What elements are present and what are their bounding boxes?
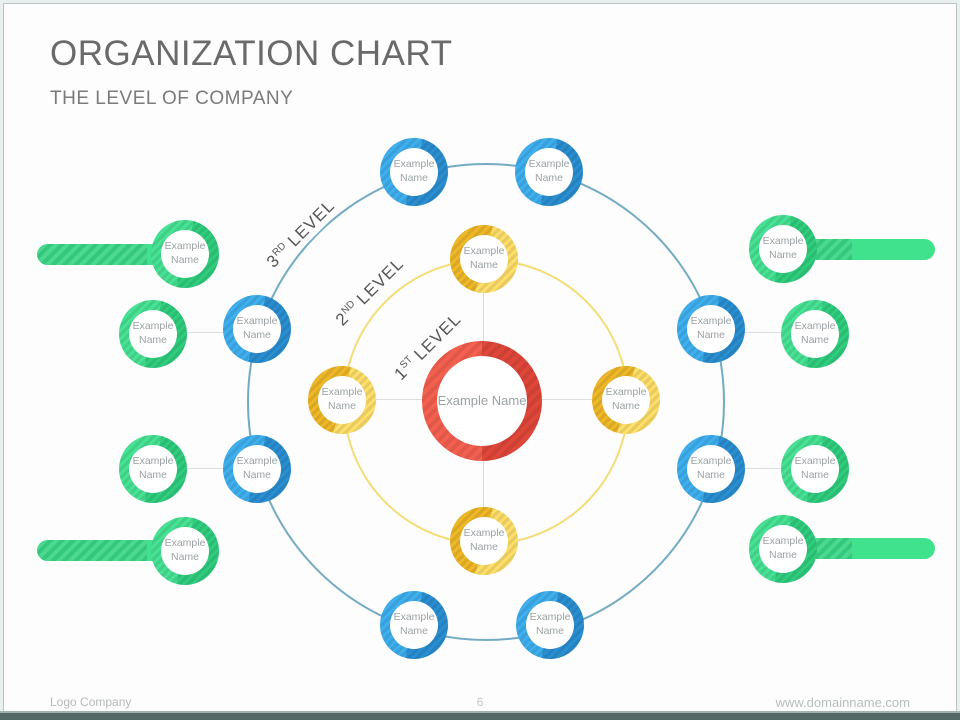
footer-page-number: 6 [476, 695, 484, 709]
node-label: Example Name [321, 386, 363, 412]
node-green-right-upper: Example Name [781, 300, 849, 368]
node-label: Example Name [690, 315, 732, 341]
node-label: Example Name [164, 537, 206, 563]
node-label: Example Name [463, 527, 505, 553]
node-blue-bottom-left: Example Name [380, 591, 448, 659]
node-blue-right-upper: Example Name [677, 295, 745, 363]
node-label: Example Name [132, 320, 174, 346]
node-label: Example Name [437, 392, 527, 408]
node-label: Example Name [762, 535, 804, 561]
node-label: Example Name [132, 455, 174, 481]
node-blue-top-right: Example Name [515, 138, 583, 206]
connector-left-upper [153, 332, 259, 333]
node-blue-left-lower: Example Name [223, 435, 291, 503]
page-title: ORGANIZATION CHART [50, 34, 453, 73]
connector-right-upper [709, 332, 815, 333]
node-label: Example Name [393, 611, 435, 637]
node-blue-top-left: Example Name [380, 138, 448, 206]
node-green-edge-bottom-left: Example Name [151, 517, 219, 585]
node-green-left-upper: Example Name [119, 300, 187, 368]
node-label: Example Name [463, 245, 505, 271]
node-green-edge-top-left: Example Name [151, 220, 219, 288]
node-green-right-lower: Example Name [781, 435, 849, 503]
node-blue-bottom-right: Example Name [516, 591, 584, 659]
node-green-edge-top-right: Example Name [749, 215, 817, 283]
slide: ORGANIZATION CHART THE LEVEL OF COMPANY … [3, 3, 957, 717]
node-blue-right-lower: Example Name [677, 435, 745, 503]
level-3-ring [247, 163, 725, 641]
footer-logo-text: Logo Company [50, 695, 132, 709]
node-label: Example Name [690, 455, 732, 481]
node-label: Example Name [236, 455, 278, 481]
node-blue-left-upper: Example Name [223, 295, 291, 363]
connector-right-lower [709, 468, 815, 469]
node-yellow-left: Example Name [308, 366, 376, 434]
node-label: Example Name [236, 315, 278, 341]
node-green-left-lower: Example Name [119, 435, 187, 503]
node-label: Example Name [762, 235, 804, 261]
node-yellow-top: Example Name [450, 225, 518, 293]
node-label: Example Name [605, 386, 647, 412]
node-label: Example Name [528, 158, 570, 184]
connector-left-lower [153, 468, 259, 469]
page-subtitle: THE LEVEL OF COMPANY [50, 88, 294, 109]
node-yellow-bottom: Example Name [450, 507, 518, 575]
node-label: Example Name [393, 158, 435, 184]
node-center-red: Example Name [422, 341, 542, 461]
node-label: Example Name [794, 455, 836, 481]
bottom-accent-bar [0, 711, 960, 720]
node-label: Example Name [529, 611, 571, 637]
node-label: Example Name [164, 240, 206, 266]
node-yellow-right: Example Name [592, 366, 660, 434]
node-label: Example Name [794, 320, 836, 346]
footer-website: www.domainname.com [775, 695, 910, 710]
org-chart-diagram: Example Name Example Name Example Name E… [4, 4, 956, 716]
node-green-edge-bottom-right: Example Name [749, 515, 817, 583]
